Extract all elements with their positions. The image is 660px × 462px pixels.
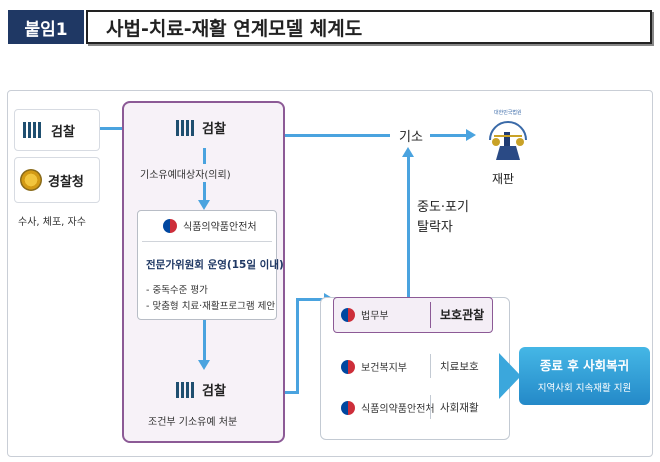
court-emblem-icon (482, 106, 534, 168)
indictment-label: 기소 (399, 130, 423, 145)
committee-bullet-2: - 맞춤형 치료·재활프로그램 제안 (146, 301, 276, 312)
government-emblem-icon (341, 359, 355, 374)
treatment-label: 치료보호 (440, 361, 479, 373)
investigation-actions: 수사, 체포, 자수 (18, 217, 86, 228)
probation-label: 보호관찰 (440, 308, 485, 322)
probation-divider (430, 302, 431, 328)
police-emblem-icon (20, 169, 42, 191)
treatment-divider (430, 354, 431, 378)
center-prosecution-bottom: 검찰 (176, 380, 226, 399)
prosecution-icon (176, 381, 194, 398)
center-prosecution-bottom-label: 검찰 (202, 384, 226, 399)
expert-divider (142, 241, 272, 242)
mfds-row: 식품의약품안전처 (163, 218, 257, 233)
center-connector-3 (203, 320, 206, 362)
mfds-label: 식품의약품안전처 (183, 222, 257, 233)
rehab-divider (430, 395, 431, 419)
disposition-label: 조건부 기소유예 처분 (148, 417, 238, 428)
dropout-line (407, 155, 410, 297)
left-prosecution-label: 검찰 (51, 124, 75, 140)
line-indictment-to-trial (430, 134, 468, 137)
dropout-label-2: 탈락자 (417, 220, 453, 235)
appendix-tag: 붙임1 (8, 10, 84, 44)
center-connector-2 (203, 182, 206, 202)
line-center-to-probation-3 (296, 298, 326, 301)
government-emblem-icon (163, 218, 177, 233)
result-box: 종료 후 사회복귀 지역사회 지속재활 지원 (519, 347, 650, 405)
prosecution-icon (23, 122, 41, 138)
center-connector-1 (203, 148, 206, 164)
mfds-bottom-label: 식품의약품안전처 (361, 404, 435, 415)
prosecution-icon (176, 119, 194, 136)
center-prosecution-top-label: 검찰 (202, 122, 226, 137)
center-connector-2-head (198, 200, 210, 210)
result-subtitle: 지역사회 지속재활 지원 (537, 383, 632, 394)
left-prosecution-card: 검찰 (14, 109, 100, 151)
police-label: 경찰청 (48, 174, 84, 190)
court-emblem-text: 대한민국법원 (494, 110, 522, 116)
dropout-label-1: 중도·포기 (417, 200, 469, 215)
referral-label: 기소유예대상자(의뢰) (140, 170, 231, 181)
moj-row: 법무부 (341, 307, 389, 322)
line-to-indictment (285, 134, 390, 137)
mohw-row: 보건복지부 (341, 359, 407, 374)
left-police-card: 경찰청 (14, 157, 100, 203)
center-connector-3-head (198, 360, 210, 370)
diagram-frame (7, 90, 653, 457)
arrow-to-result (499, 353, 521, 399)
page-title: 사법-치료-재활 연계모델 체계도 (86, 10, 652, 44)
committee-bullet-1: - 중독수준 평가 (146, 285, 208, 296)
probation-row (333, 297, 493, 333)
dropout-arrow-head (402, 147, 414, 157)
arrow-to-trial-head (466, 129, 476, 141)
trial-label: 재판 (492, 172, 515, 186)
government-emblem-icon (341, 307, 355, 322)
mfds-bottom-row: 식품의약품안전처 (341, 400, 435, 415)
result-title: 종료 후 사회복귀 (539, 358, 630, 373)
moj-label: 법무부 (361, 311, 389, 322)
line-center-to-probation-2 (296, 298, 299, 394)
government-emblem-icon (341, 400, 355, 415)
line-center-to-probation-1 (285, 391, 298, 394)
center-prosecution-top: 검찰 (176, 118, 226, 137)
rehab-label: 사회재활 (440, 402, 479, 414)
mohw-label: 보건복지부 (361, 363, 407, 374)
expert-committee-box (137, 210, 277, 320)
committee-title: 전문가위원회 운영(15일 이내) (146, 259, 284, 271)
